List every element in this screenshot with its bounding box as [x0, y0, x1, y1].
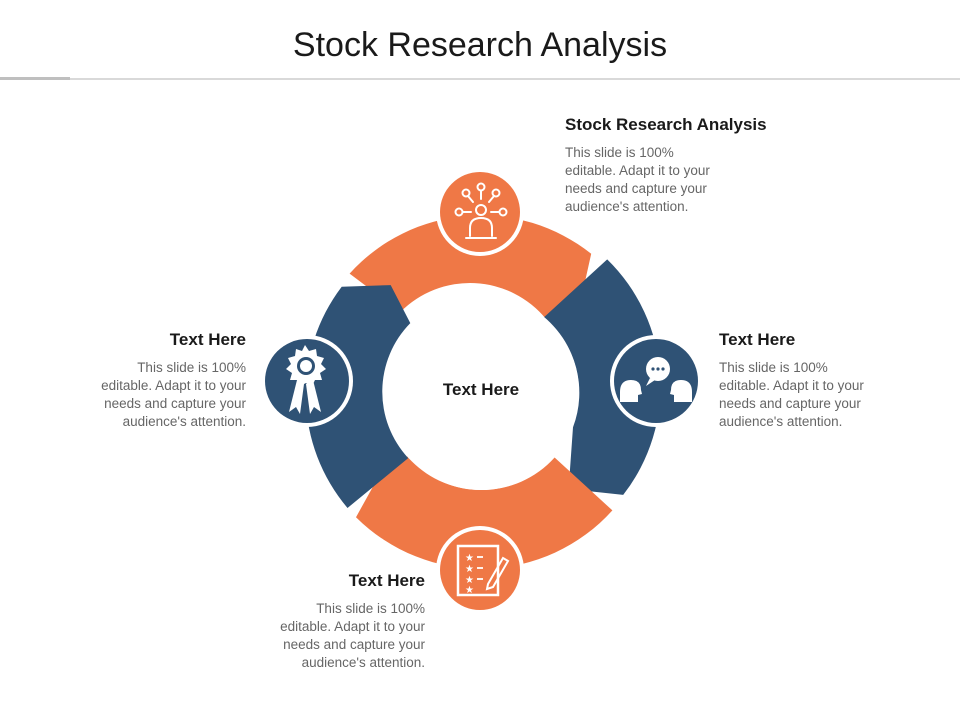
- text-block-bottom-heading: Text Here: [348, 571, 425, 590]
- text-block-right: Text Here This slide is 100% editable. A…: [719, 330, 959, 431]
- text-block-top-body: This slide is 100% editable. Adapt it to…: [565, 144, 805, 216]
- award-ribbon-icon: [286, 345, 326, 414]
- text-block-right-heading: Text Here: [719, 330, 796, 349]
- body-line: editable. Adapt it to your: [565, 163, 710, 178]
- body-line: This slide is 100%: [316, 601, 425, 616]
- body-line: needs and capture your: [104, 396, 246, 411]
- center-circle: [383, 294, 579, 490]
- segment-right: [544, 259, 661, 495]
- icon-node-bottom: [436, 526, 524, 614]
- body-line: audience's attention.: [565, 199, 689, 214]
- body-line: needs and capture your: [283, 637, 425, 652]
- svg-text:★: ★: [465, 564, 474, 575]
- text-block-bottom-body: This slide is 100% editable. Adapt it to…: [185, 600, 425, 672]
- slide-title: Stock Research Analysis: [292, 26, 668, 64]
- text-block-top: Stock Research Analysis This slide is 10…: [565, 115, 805, 216]
- body-line: audience's attention.: [301, 655, 425, 670]
- svg-text:★: ★: [465, 553, 474, 564]
- text-block-left-body: This slide is 100% editable. Adapt it to…: [6, 359, 246, 431]
- conversation-icon: [620, 357, 692, 402]
- body-line: editable. Adapt it to your: [280, 619, 425, 634]
- text-block-bottom: Text Here This slide is 100% editable. A…: [185, 571, 425, 672]
- svg-text:★: ★: [465, 575, 474, 586]
- text-block-left: Text Here This slide is 100% editable. A…: [6, 330, 246, 431]
- body-line: needs and capture your: [565, 181, 707, 196]
- text-block-right-body: This slide is 100% editable. Adapt it to…: [719, 359, 959, 431]
- body-line: needs and capture your: [719, 396, 861, 411]
- body-line: This slide is 100%: [137, 360, 246, 375]
- body-line: audience's attention.: [122, 414, 246, 429]
- person-network-icon: [454, 182, 508, 239]
- segment-top: [349, 215, 592, 323]
- center-label: Text Here: [442, 380, 520, 399]
- segment-left: [305, 285, 411, 508]
- rating-checklist-icon: ★ ★ ★ ★: [456, 544, 510, 597]
- body-line: audience's attention.: [719, 414, 843, 429]
- segment-bottom: [356, 456, 613, 569]
- body-line: editable. Adapt it to your: [101, 378, 246, 393]
- title-divider: [0, 78, 960, 80]
- text-block-top-heading: Stock Research Analysis: [565, 115, 767, 134]
- text-block-left-heading: Text Here: [169, 330, 246, 349]
- body-line: editable. Adapt it to your: [719, 378, 864, 393]
- title-divider-accent: [0, 77, 70, 80]
- body-line: This slide is 100%: [719, 360, 828, 375]
- icon-node-right: [610, 335, 702, 427]
- icon-node-top: [436, 168, 524, 256]
- body-line: This slide is 100%: [565, 145, 674, 160]
- svg-text:★: ★: [465, 585, 474, 596]
